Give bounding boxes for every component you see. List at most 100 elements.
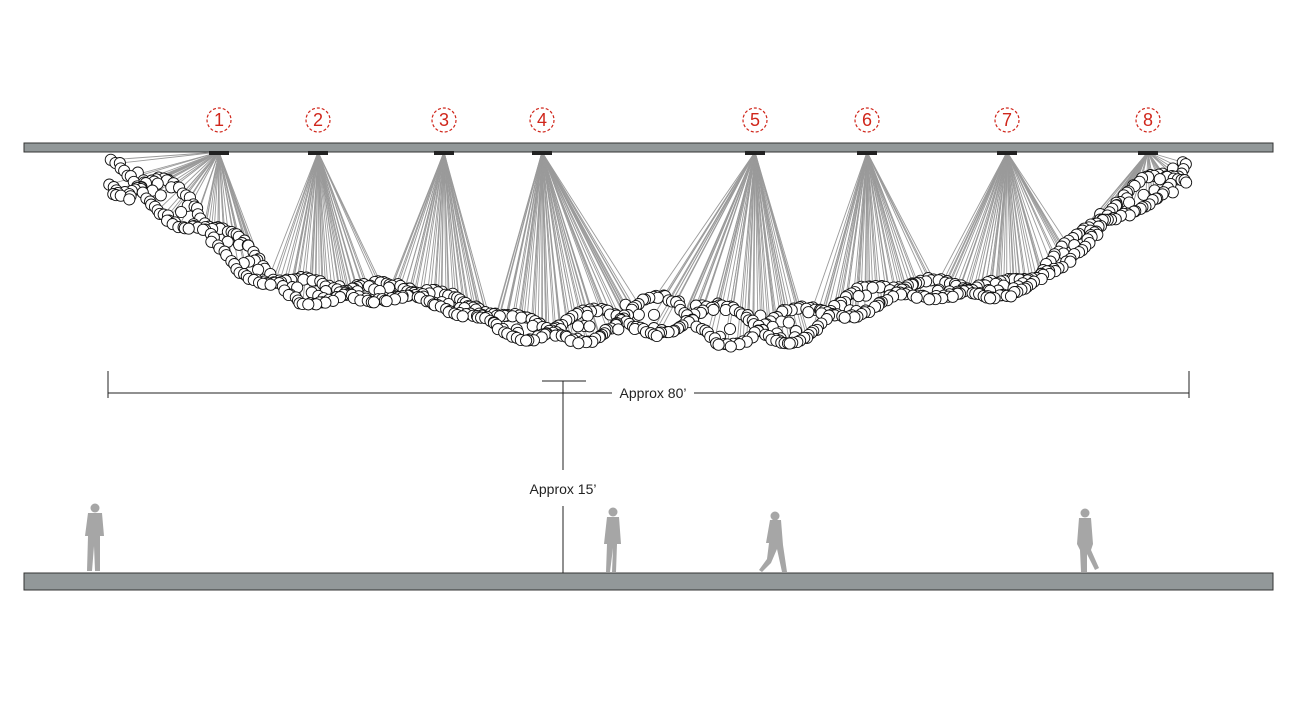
height-dimension: [542, 380, 586, 573]
suspension-cable: [441, 151, 445, 303]
suspension-cable: [957, 151, 1008, 294]
suspension-cable: [866, 151, 897, 293]
suspension-cable: [866, 151, 935, 280]
suspension-cable: [684, 151, 756, 314]
suspension-cable: [434, 151, 445, 306]
span-dimension: [107, 371, 1190, 398]
suspension-cable: [315, 151, 319, 281]
suspension-cable: [168, 151, 220, 181]
suspension-cable: [532, 151, 543, 326]
person-silhouette: [1077, 508, 1099, 572]
suspension-cable: [426, 151, 445, 302]
anchor-marker-3: 3: [431, 107, 457, 133]
suspension-cable: [119, 151, 220, 164]
sphere: [612, 323, 625, 336]
suspension-cable: [1006, 151, 1075, 255]
suspension-cable: [963, 151, 1008, 292]
suspension-cable: [946, 151, 1008, 282]
suspension-cable: [182, 151, 220, 194]
suspension-cable: [860, 151, 868, 287]
sphere: [1137, 188, 1150, 201]
suspension-cables: [109, 151, 1187, 345]
suspension-cable: [317, 151, 369, 301]
anchor-number: 7: [1002, 110, 1012, 130]
suspension-cable: [443, 151, 461, 308]
anchor-marker-7: 7: [994, 107, 1020, 133]
suspension-cable: [671, 151, 756, 302]
suspension-cable: [754, 151, 780, 341]
sphere: [1004, 290, 1018, 303]
suspension-cable: [218, 151, 241, 273]
suspension-cable: [866, 151, 927, 282]
suspension-cable: [269, 151, 319, 275]
sphere: [520, 334, 533, 347]
suspension-cable: [541, 151, 640, 305]
sphere: [866, 281, 879, 294]
sphere: [154, 189, 167, 202]
suspension-cable: [158, 151, 220, 178]
suspension-cable: [213, 151, 220, 229]
sphere: [782, 316, 795, 329]
sphere: [571, 320, 585, 333]
suspension-cable: [523, 151, 543, 318]
suspension-cable: [732, 151, 756, 308]
sphere: [707, 303, 720, 316]
suspension-cable: [866, 151, 871, 287]
anchor-plate: [532, 151, 552, 155]
suspension-cable: [110, 151, 220, 161]
suspension-cable: [422, 151, 445, 295]
suspension-cable: [311, 151, 319, 293]
suspension-cable: [317, 151, 355, 299]
anchor-plate: [434, 151, 454, 155]
suspension-cable: [443, 151, 469, 307]
suspension-cable: [1006, 151, 1067, 262]
sphere: [264, 278, 277, 291]
suspension-cable: [541, 151, 637, 328]
sphere: [838, 311, 851, 324]
suspension-cable: [419, 151, 445, 294]
suspension-cable: [317, 151, 361, 301]
anchor-marker-5: 5: [742, 107, 768, 133]
suspension-cable: [748, 151, 756, 321]
suspension-cable: [1006, 151, 1056, 255]
sphere: [984, 292, 997, 305]
suspension-cable: [541, 151, 556, 328]
sphere-cluster: [103, 153, 1193, 353]
anchor-number: 6: [862, 110, 872, 130]
suspension-cable: [996, 151, 1008, 284]
suspension-cable: [866, 151, 918, 296]
suspension-cable: [1000, 151, 1008, 282]
anchor-marker-6: 6: [854, 107, 880, 133]
suspension-cable: [866, 151, 874, 288]
suspension-cable: [866, 151, 891, 296]
suspension-cable: [399, 151, 445, 287]
suspension-cable: [130, 151, 220, 177]
sphere: [852, 290, 865, 303]
suspension-cable: [823, 151, 868, 312]
suspension-cable: [157, 151, 220, 211]
suspension-cable: [278, 151, 319, 284]
suspension-cable: [541, 151, 617, 326]
suspension-cable: [317, 151, 337, 298]
suspension-cable: [541, 151, 622, 321]
sphere: [456, 310, 469, 323]
sphere: [802, 306, 815, 319]
suspension-cable: [754, 151, 766, 335]
suspension-cable: [537, 151, 543, 337]
suspension-cable: [402, 151, 445, 297]
suspension-cable: [866, 151, 924, 296]
sphere: [712, 338, 725, 351]
suspension-cable: [317, 151, 330, 300]
suspension-cable: [686, 151, 756, 316]
suspension-cable: [317, 151, 381, 283]
suspension-cable: [952, 151, 1008, 297]
suspension-cable: [949, 151, 1008, 292]
suspension-cable: [210, 151, 220, 235]
suspension-cable: [753, 151, 756, 325]
suspension-cable: [429, 151, 445, 302]
sphere: [123, 193, 136, 206]
suspension-cable: [675, 151, 756, 303]
suspension-cable: [754, 151, 772, 340]
suspension-cable: [443, 151, 467, 315]
